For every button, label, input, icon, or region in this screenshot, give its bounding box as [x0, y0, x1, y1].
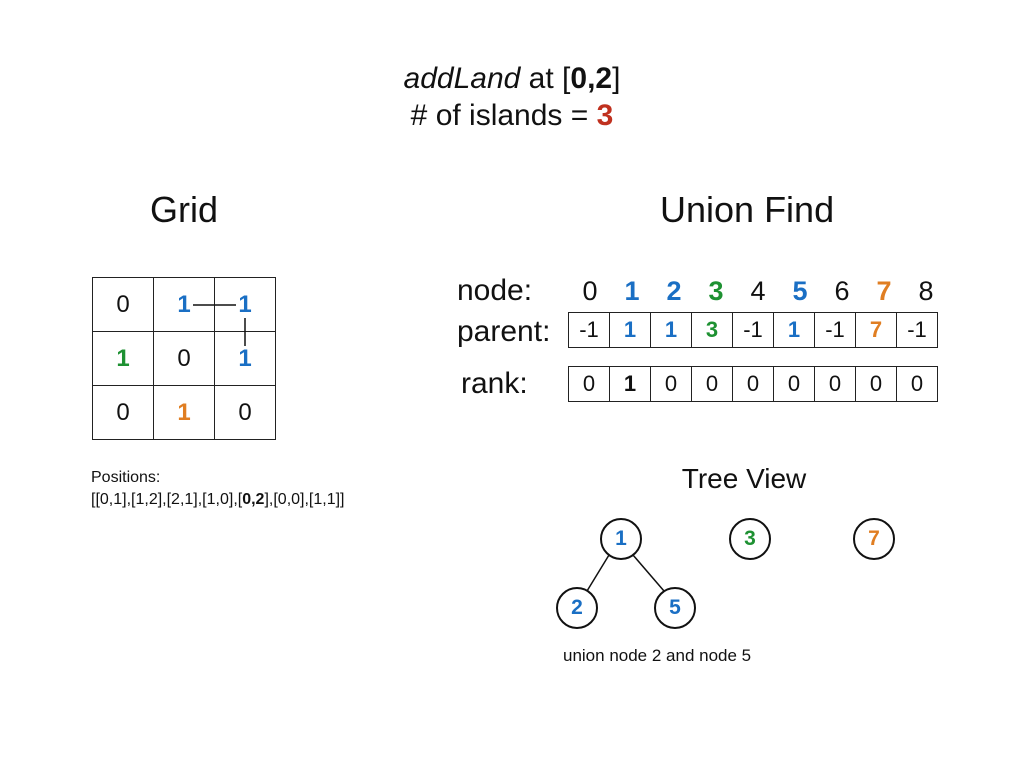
- rank-cell: 0: [732, 366, 774, 402]
- node-index: 5: [792, 276, 808, 306]
- title-line-islands: # of islands = 3: [0, 97, 1024, 135]
- rank-label: rank:: [461, 367, 528, 400]
- node-label: node:: [457, 274, 533, 307]
- node-index: 7: [876, 276, 892, 306]
- parent-cell: 7: [855, 312, 897, 348]
- rank-cell: 0: [650, 366, 692, 402]
- rank-cell: 0: [896, 366, 938, 402]
- parent-cell: 1: [650, 312, 692, 348]
- positions-current: 0,2: [242, 491, 265, 508]
- parent-cell: 1: [609, 312, 651, 348]
- grid-cell: 0: [153, 331, 215, 386]
- tree-view-heading: Tree View: [681, 463, 807, 494]
- grid-row: 0 1 0: [92, 385, 276, 440]
- grid-cell-value: 1: [177, 290, 191, 318]
- tree-node-3: 3: [729, 518, 771, 560]
- tree-node-7: 7: [853, 518, 895, 560]
- union-find-heading: Union Find: [660, 189, 835, 230]
- tree-caption: union node 2 and node 5: [563, 646, 752, 665]
- grid-cell-value: 1: [238, 344, 252, 372]
- positions-list: [[0,1],[1,2],[2,1],[1,0],[0,2],[0,0],[1,…: [91, 489, 345, 511]
- parent-cell: 3: [691, 312, 733, 348]
- rank-cell: 0: [568, 366, 610, 402]
- grid-cell-value: 0: [238, 398, 252, 426]
- grid-cell-value: 1: [177, 398, 191, 426]
- grid-heading: Grid: [150, 189, 219, 230]
- node-index: 4: [750, 276, 766, 306]
- rank-cell: 0: [691, 366, 733, 402]
- positions-label: Positions:: [91, 469, 161, 486]
- node-index: 6: [834, 276, 850, 306]
- tree-node-5: 5: [654, 587, 696, 629]
- node-index: 1: [624, 276, 640, 306]
- rank-cell: 0: [855, 366, 897, 402]
- parent-label: parent:: [457, 315, 551, 348]
- rank-row: 0 1 0 0 0 0 0 0 0: [568, 366, 938, 402]
- parent-array: -1 1 1 3 -1 1 -1 7 -1: [568, 312, 938, 348]
- grid-cell: 1: [92, 331, 154, 386]
- title-position: 0,2: [570, 62, 613, 95]
- grid-cell-value: 0: [177, 344, 191, 372]
- grid-cell: 1: [153, 385, 215, 440]
- bracket-open: [: [562, 62, 571, 95]
- parent-cell: -1: [568, 312, 610, 348]
- tree-node-1: 1: [600, 518, 642, 560]
- tree-edge-1-2: [586, 554, 610, 592]
- parent-cell: 1: [773, 312, 815, 348]
- bracket-close: ]: [612, 62, 621, 95]
- tree-node-2: 2: [556, 587, 598, 629]
- grid-cell-value: 0: [116, 398, 130, 426]
- node-index: 0: [582, 276, 598, 306]
- grid-cell-value: 0: [116, 290, 130, 318]
- islands-count: 3: [596, 99, 614, 132]
- parent-cell: -1: [896, 312, 938, 348]
- node-index: 2: [666, 276, 682, 306]
- positions-pre: [[0,1],[1,2],[2,1],[1,0],[: [91, 491, 243, 508]
- at-word: at: [528, 62, 554, 95]
- node-index: 8: [918, 276, 934, 306]
- grid-cell-value: 1: [116, 344, 130, 372]
- parent-cell: -1: [732, 312, 774, 348]
- rank-array: 0 1 0 0 0 0 0 0 0: [568, 366, 938, 402]
- positions-text: Positions: [[0,1],[1,2],[2,1],[1,0],[0,2…: [91, 467, 345, 511]
- tree-edge-1-5: [632, 554, 665, 592]
- islands-label: # of islands =: [410, 99, 597, 132]
- grid-cell: 0: [214, 385, 276, 440]
- grid-cell-value: 1: [238, 290, 252, 318]
- positions-post: ],[0,0],[1,1]]: [264, 491, 345, 508]
- action-name: addLand: [403, 62, 521, 95]
- title-line-action: addLand at [0,2]: [0, 60, 1024, 98]
- node-index: 3: [708, 276, 724, 306]
- parent-row: -1 1 1 3 -1 1 -1 7 -1: [568, 312, 938, 348]
- rank-cell: 1: [609, 366, 651, 402]
- parent-cell: -1: [814, 312, 856, 348]
- rank-cell: 0: [773, 366, 815, 402]
- rank-cell: 0: [814, 366, 856, 402]
